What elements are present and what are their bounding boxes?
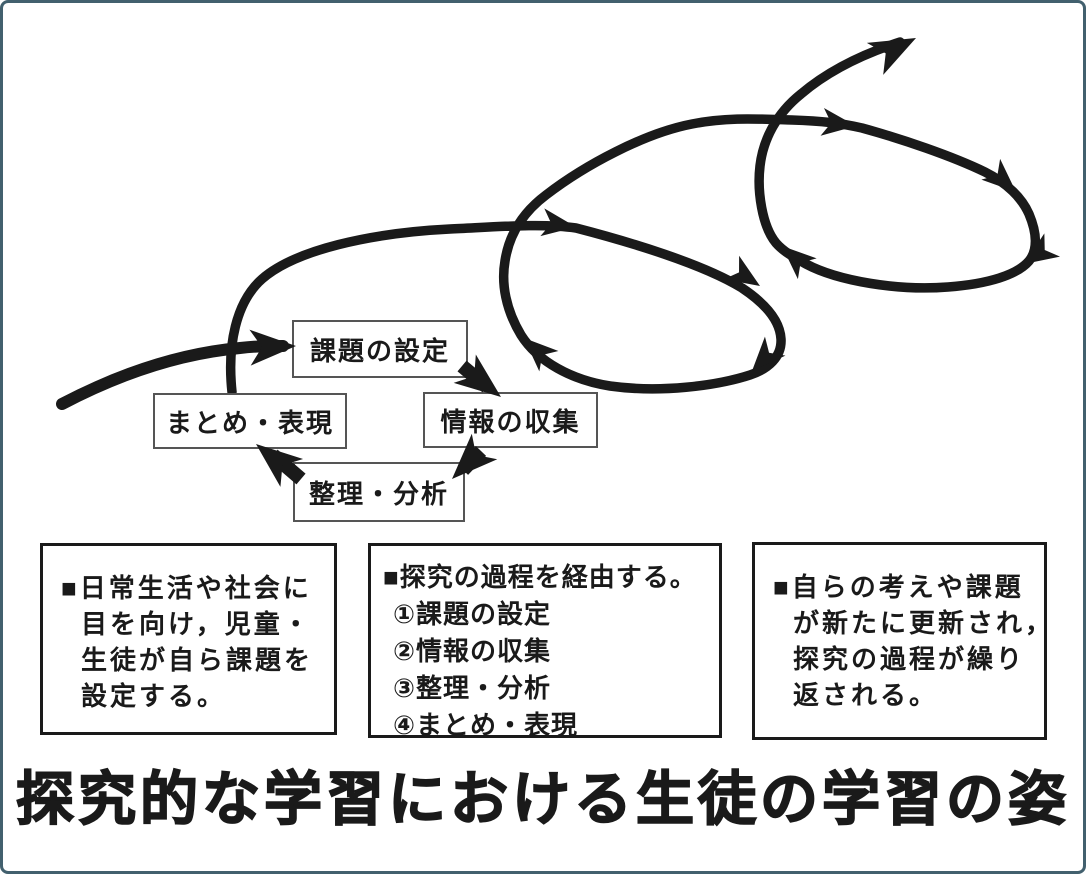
note-line: ②情報の収集 xyxy=(393,636,552,666)
note-line: が新たに更新され， xyxy=(793,608,1055,638)
note-line: ④まとめ・表現 xyxy=(393,710,579,740)
note-box-renewed-questions: ■自らの考えや課題 が新たに更新され， 探究の過程が繰り 返される。 xyxy=(752,542,1055,740)
note-box-inquiry-process: ■探究の過程を経由する。 ①課題の設定 ②情報の収集 ③整理・分析 ④まとめ・表… xyxy=(368,543,722,740)
cycle-arrowhead xyxy=(453,354,513,412)
note-line: ①課題の設定 xyxy=(393,599,552,629)
process-box-info-gathering: 情報の収集 xyxy=(423,392,598,448)
process-box-label: まとめ・表現 xyxy=(165,407,334,438)
note-line: ■探究の過程を経由する。 xyxy=(383,562,697,592)
process-box-label: 整理・分析 xyxy=(308,478,449,509)
note-line: 生徒が自ら課題を xyxy=(81,645,314,675)
diagram-title: 探究的な学習における生徒の学習の姿 xyxy=(15,766,1070,833)
note-line: ■自らの考えや課題 xyxy=(773,572,1024,602)
cycle-arrowhead xyxy=(439,433,498,492)
process-box-summary-expression: まとめ・表現 xyxy=(153,393,347,449)
tail-arrow-shaft xyxy=(56,340,289,410)
note-line: 目を向け，児童・ xyxy=(81,609,312,639)
note-line: ■日常生活や社会に xyxy=(61,573,312,603)
note-line: 返される。 xyxy=(793,680,939,710)
note-box-problem-setting: ■日常生活や社会に 目を向け，児童・ 生徒が自ら課題を 設定する。 xyxy=(40,543,337,735)
spiral-path xyxy=(225,37,1041,397)
process-box-label: 情報の収集 xyxy=(440,406,581,437)
process-box-task-setting: 課題の設定 xyxy=(292,320,468,378)
note-line: ③整理・分析 xyxy=(393,673,552,703)
note-line: 設定する。 xyxy=(81,681,227,711)
process-box-label: 課題の設定 xyxy=(309,335,450,366)
note-line: 探究の過程が繰り xyxy=(793,644,1026,674)
process-box-organize-analyze: 整理・分析 xyxy=(293,462,465,522)
